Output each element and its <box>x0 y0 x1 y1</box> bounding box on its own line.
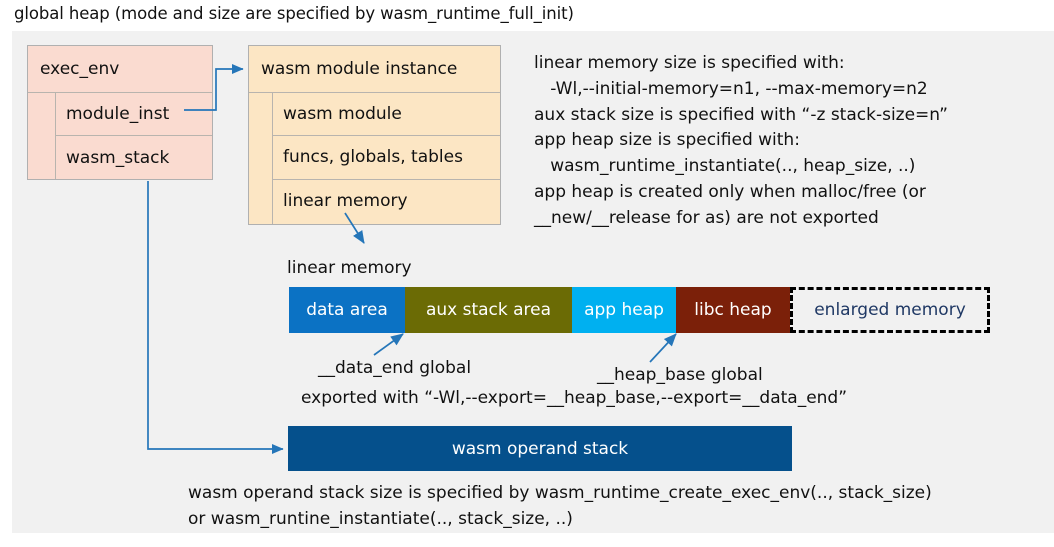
exec-env-box: exec_env module_inst wasm_stack <box>27 45 213 180</box>
memory-segment-data-area: data area <box>289 287 405 333</box>
wasm-module-instance-body: wasm module funcs, globals, tables linea… <box>249 93 500 224</box>
memory-segment-libc-heap: libc heap <box>676 287 790 333</box>
memory-config-notes: linear memory size is specified with: -W… <box>534 53 948 228</box>
operand-stack-notes: wasm operand stack size is specified by … <box>188 483 932 529</box>
page-title: global heap (mode and size are specified… <box>14 4 574 23</box>
memory-segment-enlarged-memory: enlarged memory <box>790 287 990 333</box>
row-wasm-module: wasm module <box>273 93 500 137</box>
exec-env-row-module-inst: module_inst <box>56 93 212 136</box>
wasm-module-instance-header: wasm module instance <box>249 46 500 93</box>
wasm-module-instance-gutter <box>249 93 273 224</box>
row-funcs-globals-tables: funcs, globals, tables <box>273 136 500 180</box>
wasm-module-instance-rows: wasm module funcs, globals, tables linea… <box>273 93 500 224</box>
row-linear-memory: linear memory <box>283 191 408 212</box>
exec-env-gutter <box>28 93 56 179</box>
memory-segment-app-heap: app heap <box>572 287 676 333</box>
linear-memory-label: linear memory <box>287 258 412 278</box>
exec-env-body: module_inst wasm_stack <box>28 93 212 179</box>
heap-base-callout: __heap_base global <box>597 365 763 385</box>
wasm-module-instance-box: wasm module instance wasm module funcs, … <box>248 45 501 225</box>
data-end-callout: __data_end global <box>318 358 472 378</box>
exec-env-row-wasm-stack: wasm_stack <box>66 147 170 168</box>
exec-env-header: exec_env <box>28 46 212 93</box>
memory-segment-aux-stack-area: aux stack area <box>405 287 572 333</box>
wasm-operand-stack-bar: wasm operand stack <box>288 426 792 471</box>
exec-env-rows: module_inst wasm_stack <box>56 93 212 179</box>
exported-with-callout: exported with “-Wl,--export=__heap_base,… <box>301 388 848 408</box>
